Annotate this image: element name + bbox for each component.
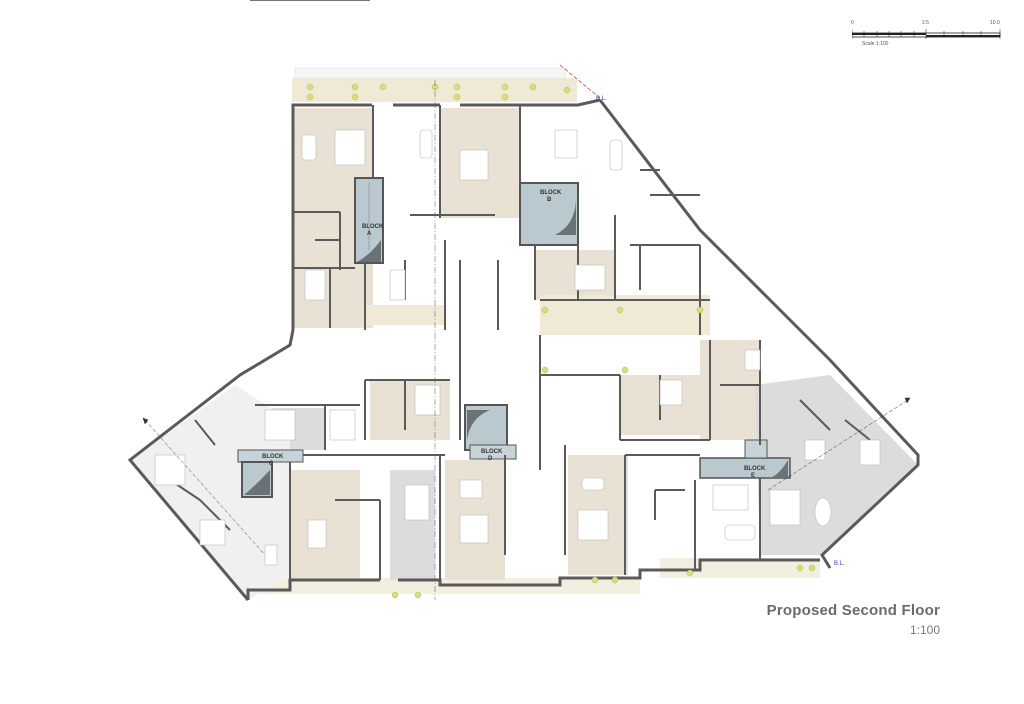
svg-text:A: A — [367, 231, 372, 237]
scale-bar: 0 2.5 10.0 Scale 1:100 — [851, 20, 1002, 48]
left-wing-unit — [130, 385, 290, 600]
furniture — [154, 129, 881, 566]
svg-text:E: E — [751, 473, 755, 479]
svg-text:BLOCK: BLOCK — [744, 466, 766, 472]
svg-text:BLOCK: BLOCK — [540, 190, 562, 196]
block-a-core — [354, 177, 384, 264]
svg-text:C: C — [269, 461, 274, 467]
svg-text:BLOCK: BLOCK — [262, 454, 284, 460]
interior-walls — [169, 105, 871, 580]
block-c-core — [237, 449, 304, 498]
svg-text:B: B — [547, 197, 552, 203]
block-e-core — [699, 439, 791, 479]
building-line-label-top: B.L. — [596, 96, 607, 102]
drawing-title: Proposed Second Floor — [766, 602, 940, 619]
planters — [306, 83, 816, 599]
svg-text:BLOCK: BLOCK — [362, 224, 384, 230]
top-reference-line — [250, 0, 370, 1]
block-b-core — [519, 182, 579, 246]
scale-caption: Scale 1:100 — [862, 41, 889, 47]
scale-tick-end: 10.0 — [990, 20, 1000, 26]
building-line — [434, 64, 601, 600]
section-markers — [142, 397, 911, 556]
scale-bar-graphic — [851, 29, 1001, 39]
building-line-label-bottom: B.L. — [834, 561, 845, 567]
drawing-scale: 1:100 — [909, 623, 940, 637]
scale-tick-0: 0 — [851, 20, 854, 26]
svg-text:D: D — [488, 456, 493, 462]
drawing-title-block: Proposed Second Floor 1:100 — [767, 602, 940, 637]
scale-tick-mid: 2.5 — [922, 20, 929, 26]
svg-text:BLOCK: BLOCK — [481, 449, 503, 455]
exterior-walls — [127, 98, 920, 601]
